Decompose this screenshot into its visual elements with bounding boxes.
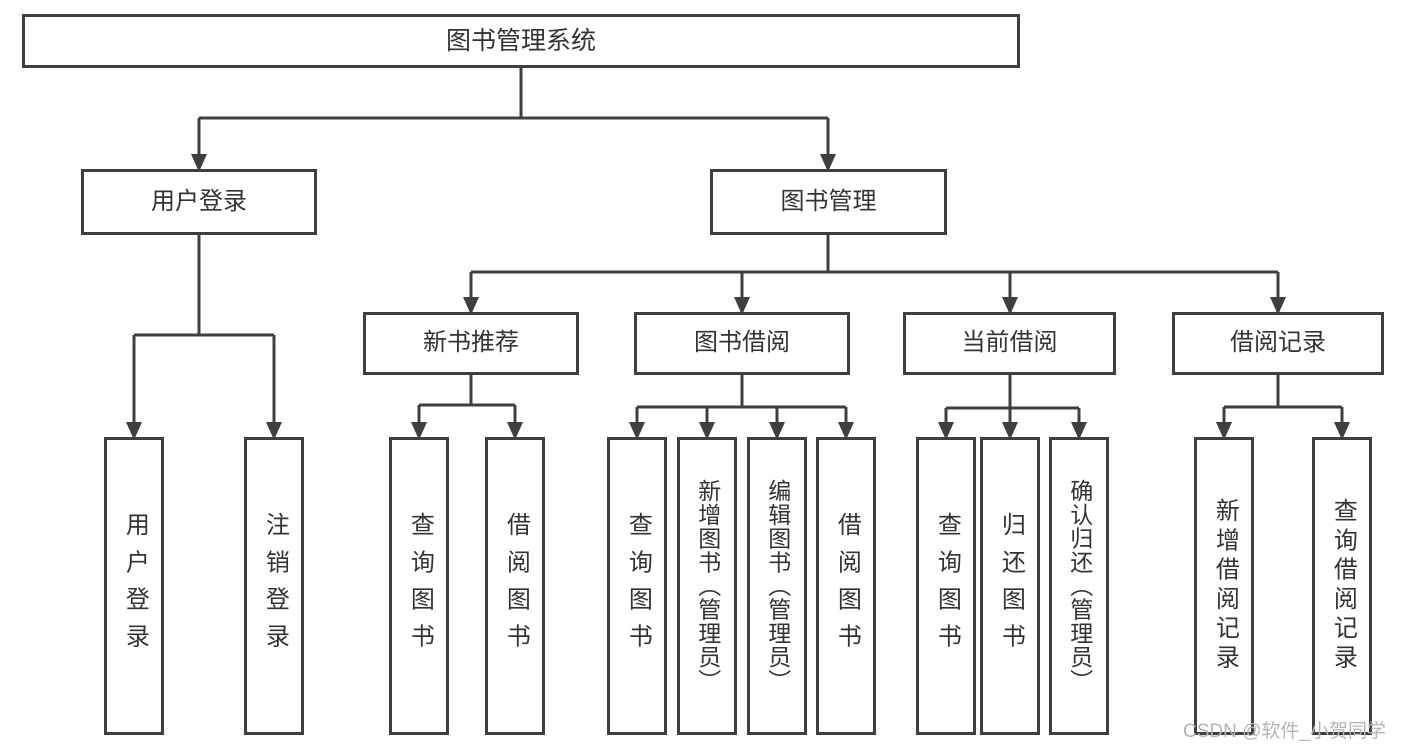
node-leaf-add-book-admin: 新增图书（管理员） [677, 437, 737, 735]
node-library-management-system: 图书管理系统 [22, 14, 1020, 68]
node-label: 编辑图书（管理员） [764, 479, 791, 693]
node-label: 查询借阅记录 [1329, 498, 1357, 674]
node-leaf-borrow-books-2: 借阅图书 [816, 437, 876, 735]
csdn-watermark: CSDN @软件_小贺同学 [1183, 721, 1386, 742]
node-label: 图书借阅 [694, 329, 790, 357]
node-leaf-logout: 注销登录 [244, 437, 304, 735]
node-leaf-query-borrow-record: 查询借阅记录 [1312, 437, 1372, 735]
node-label: 借阅图书 [833, 511, 861, 661]
node-label: 新增借阅记录 [1211, 498, 1239, 674]
node-label: 图书管理系统 [445, 27, 596, 55]
node-label: 归还图书 [997, 511, 1025, 661]
node-label: 新书推荐 [423, 329, 519, 357]
node-user-login: 用户登录 [81, 169, 317, 235]
node-label: 借阅图书 [502, 511, 530, 661]
node-leaf-add-borrow-record: 新增借阅记录 [1194, 437, 1254, 735]
node-label: 查询图书 [624, 511, 652, 661]
node-label: 图书管理 [780, 187, 877, 215]
node-label: 用户登录 [121, 511, 149, 661]
node-leaf-borrow-books-1: 借阅图书 [485, 437, 545, 735]
node-new-book-recommend: 新书推荐 [363, 312, 579, 375]
node-book-borrowing: 图书借阅 [634, 312, 850, 375]
node-label: 确认归还（管理员） [1066, 479, 1093, 693]
arrowheads [126, 154, 1350, 440]
connector-segments [132, 67, 1344, 428]
node-label: 查询图书 [406, 511, 434, 661]
node-label: 借阅记录 [1230, 329, 1326, 357]
node-label: 用户登录 [151, 187, 247, 215]
node-leaf-confirm-return-admin: 确认归还（管理员） [1049, 437, 1109, 735]
node-leaf-query-books-1: 查询图书 [389, 437, 449, 735]
node-label: 新增图书（管理员） [694, 479, 721, 693]
node-label: 查询图书 [933, 511, 961, 661]
node-label: 注销登录 [261, 511, 289, 661]
node-current-borrowing: 当前借阅 [903, 312, 1116, 375]
node-label: 当前借阅 [961, 329, 1058, 357]
node-leaf-edit-book-admin: 编辑图书（管理员） [747, 437, 807, 735]
node-leaf-query-books-3: 查询图书 [916, 437, 976, 735]
node-book-management: 图书管理 [710, 169, 947, 235]
node-borrowing-records: 借阅记录 [1172, 312, 1384, 375]
node-leaf-user-login: 用户登录 [104, 437, 164, 735]
node-leaf-return-books: 归还图书 [980, 437, 1040, 735]
node-leaf-query-books-2: 查询图书 [607, 437, 667, 735]
